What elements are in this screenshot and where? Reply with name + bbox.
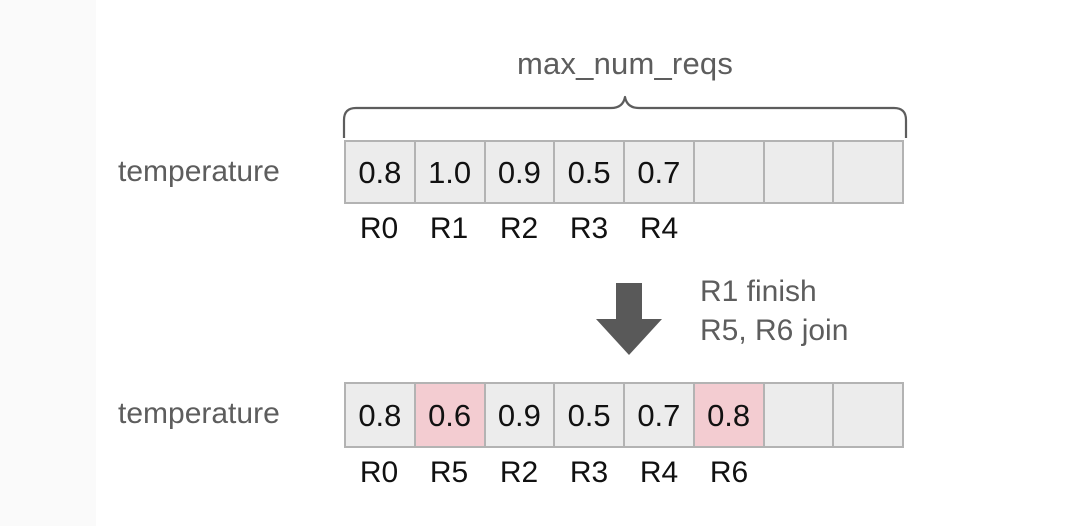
transition-annotation: R1 finish R5, R6 join bbox=[700, 272, 960, 350]
request-id-label: R5 bbox=[429, 456, 469, 489]
array-cell[interactable]: 0.9 bbox=[485, 142, 556, 202]
request-id-label: R0 bbox=[359, 212, 399, 245]
array-cell-highlighted[interactable]: 0.6 bbox=[415, 384, 486, 446]
annotation-line-1: R1 finish bbox=[700, 275, 817, 308]
request-id-label: R0 bbox=[359, 456, 399, 489]
request-id-label: R3 bbox=[569, 456, 609, 489]
array-cell-empty[interactable] bbox=[764, 384, 835, 446]
array-cell[interactable]: 0.7 bbox=[625, 384, 695, 446]
request-id-label-blank bbox=[764, 456, 834, 489]
array-cell[interactable]: 0.7 bbox=[625, 142, 695, 202]
array-cell[interactable]: 0.9 bbox=[485, 384, 556, 446]
max-num-reqs-label: max_num_reqs bbox=[516, 46, 734, 81]
request-id-label-blank bbox=[694, 212, 764, 245]
temperature-row-after: 0.8 0.6 0.9 0.5 0.7 0.8 bbox=[344, 382, 904, 448]
request-id-label: R4 bbox=[639, 212, 679, 245]
array-cell[interactable]: 0.5 bbox=[555, 384, 625, 446]
array-cell[interactable]: 0.8 bbox=[346, 142, 416, 202]
request-id-label: R1 bbox=[429, 212, 469, 245]
array-cell[interactable]: 0.5 bbox=[555, 142, 625, 202]
array-cell-empty[interactable] bbox=[694, 142, 765, 202]
array-cell-empty[interactable] bbox=[834, 384, 902, 446]
figure-card-background-right bbox=[930, 0, 1080, 526]
request-id-label: R2 bbox=[499, 212, 539, 245]
request-ids-after: R0 R5 R2 R3 R4 R6 bbox=[344, 456, 904, 489]
request-id-label: R3 bbox=[569, 212, 609, 245]
row-label-temperature-before: temperature bbox=[118, 155, 280, 188]
request-id-label: R6 bbox=[709, 456, 749, 489]
request-id-label-blank bbox=[834, 456, 904, 489]
array-cell[interactable]: 1.0 bbox=[415, 142, 486, 202]
array-cell-empty[interactable] bbox=[834, 142, 902, 202]
request-ids-before: R0 R1 R2 R3 R4 bbox=[344, 212, 904, 245]
temperature-row-before: 0.8 1.0 0.9 0.5 0.7 bbox=[344, 140, 904, 204]
request-id-label: R4 bbox=[639, 456, 679, 489]
request-id-label-blank bbox=[834, 212, 904, 245]
request-id-label: R2 bbox=[499, 456, 539, 489]
array-cell[interactable]: 0.8 bbox=[346, 384, 416, 446]
max-num-reqs-brace bbox=[340, 92, 910, 140]
request-id-label-blank bbox=[764, 212, 834, 245]
annotation-line-2: R5, R6 join bbox=[700, 314, 849, 347]
array-cell-empty[interactable] bbox=[764, 142, 835, 202]
row-label-temperature-after: temperature bbox=[118, 397, 280, 430]
array-cell-highlighted[interactable]: 0.8 bbox=[694, 384, 765, 446]
down-arrow-icon bbox=[596, 283, 662, 355]
